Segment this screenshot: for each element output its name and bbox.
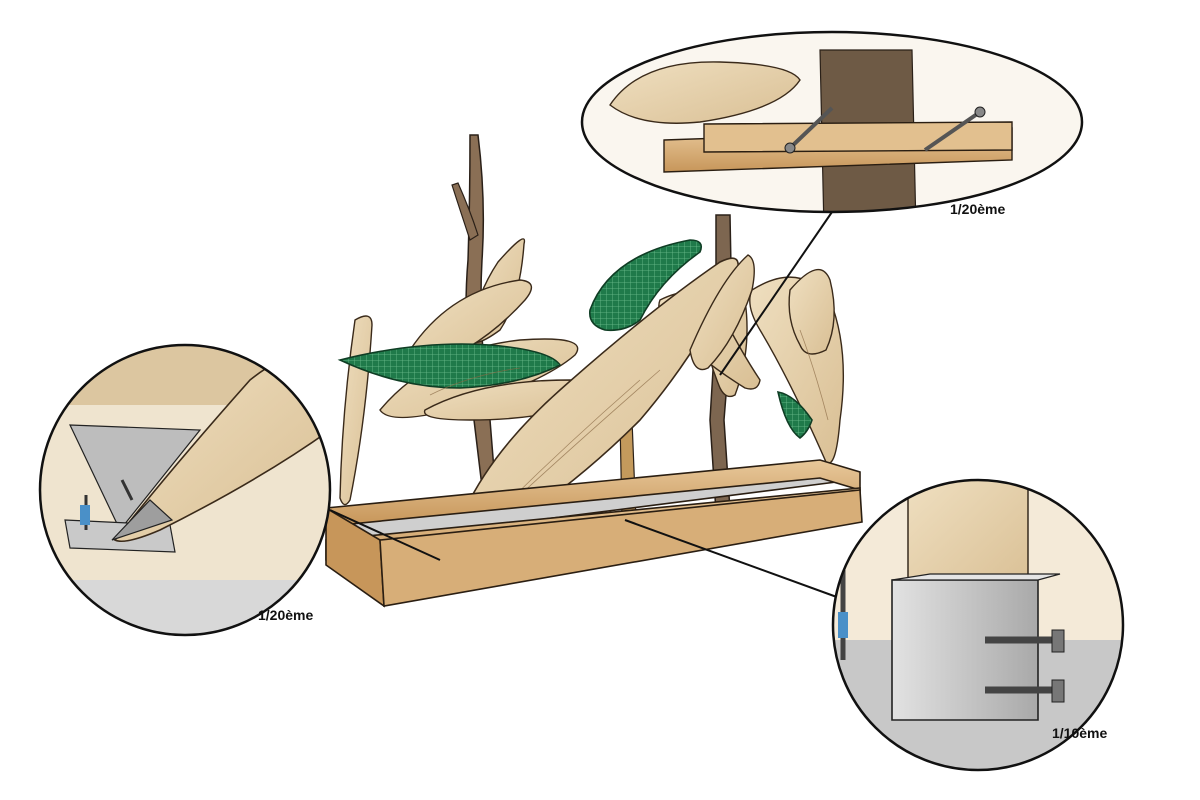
detail-callout-top: 1/20ème — [580, 30, 1084, 217]
green-leaf-left — [337, 343, 562, 389]
leader-line-right — [624, 519, 846, 601]
wooden-leaf-front-right — [689, 254, 755, 371]
detail-anchor-bolt — [838, 570, 848, 660]
detail-metal-tip — [111, 499, 174, 541]
detail-beam-front — [703, 121, 1013, 153]
tree-branch — [451, 182, 479, 241]
planter-front-face — [379, 489, 863, 607]
detail-callout-left: 1/20ème — [38, 343, 332, 637]
green-mesh-leaves — [337, 239, 813, 439]
detail-metal-bracket — [69, 424, 202, 532]
detail-bolt-1 — [784, 106, 834, 154]
detail-bolt-lower — [985, 679, 1065, 703]
detail-leaf — [609, 61, 801, 124]
detail-metal-socket — [891, 579, 1039, 721]
planter-box — [324, 459, 863, 608]
green-leaf-small — [776, 391, 813, 439]
detail-bolt-upper — [985, 629, 1065, 653]
detail-callout-bottom-right: 1/10ème — [831, 478, 1125, 772]
green-leaf-top — [588, 239, 703, 332]
detail-socket-top — [891, 573, 1061, 581]
main-sculpture — [324, 134, 863, 608]
scale-label-left: 1/20ème — [258, 607, 313, 623]
scale-label-right: 1/10ème — [1052, 725, 1107, 741]
scale-label-top: 1/20ème — [950, 201, 1005, 217]
leader-line-left — [329, 509, 441, 561]
callout-leader-lines — [329, 211, 846, 601]
leader-line-top — [719, 211, 833, 376]
detail-bolt-2 — [923, 106, 986, 152]
